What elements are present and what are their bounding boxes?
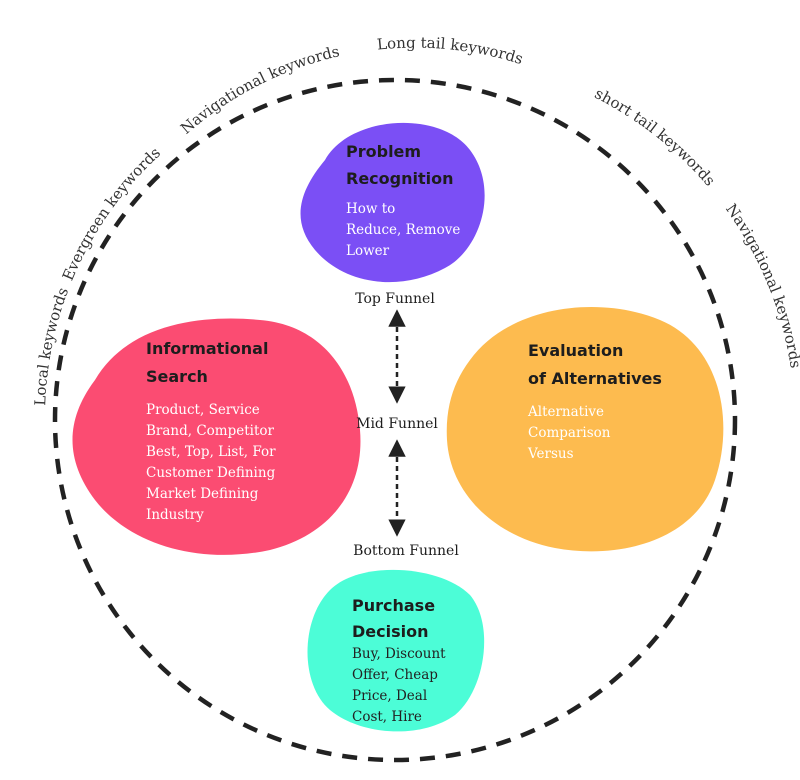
ring-label-evergreen: Evergreen keywords — [59, 144, 164, 284]
blob-problem-title-1: Problem — [346, 142, 421, 161]
blob-informational-item: Industry — [146, 507, 204, 523]
blob-informational-item: Market Defining — [146, 486, 259, 502]
ring-label-short-tail: short tail keywords — [592, 84, 719, 189]
blob-purchase-title-1: Purchase — [352, 596, 435, 615]
blob-problem-item: Lower — [346, 243, 390, 259]
stage-bottom-funnel: Bottom Funnel — [353, 543, 459, 559]
ring-label-navigational-right: Navigational keywords — [722, 200, 800, 369]
blob-evaluation-title-2: of Alternatives — [528, 369, 662, 388]
blob-evaluation-title-1: Evaluation — [528, 341, 623, 360]
blob-informational-item: Brand, Competitor — [146, 423, 275, 439]
blob-informational-title-1: Informational — [146, 339, 268, 358]
ring-label-local: Local keywords — [31, 285, 72, 406]
blob-evaluation-alternatives: Evaluation of Alternatives Alternative C… — [446, 307, 724, 552]
blob-problem-item: Reduce, Remove — [346, 222, 460, 238]
blob-purchase-item: Cost, Hire — [352, 709, 422, 725]
blob-evaluation-item: Comparison — [528, 425, 611, 441]
stage-top-funnel: Top Funnel — [355, 291, 435, 307]
blob-problem-item: How to — [346, 201, 395, 217]
ring-label-long-tail: Long tail keywords — [376, 34, 525, 68]
blob-informational-item: Customer Defining — [146, 465, 276, 481]
blob-informational-item: Best, Top, List, For — [146, 444, 276, 460]
blob-purchase-item: Offer, Cheap — [352, 667, 438, 683]
blob-evaluation-item: Alternative — [527, 404, 604, 420]
blob-purchase-decision: Purchase Decision Buy, Discount Offer, C… — [307, 569, 485, 732]
blob-problem-recognition: Problem Recognition How to Reduce, Remov… — [300, 122, 485, 283]
blob-evaluation-item: Versus — [527, 446, 574, 462]
blob-informational-title-2: Search — [146, 367, 208, 386]
blob-informational-item: Product, Service — [146, 402, 260, 418]
blob-evaluation-shape — [446, 307, 724, 552]
blob-purchase-shape — [307, 569, 485, 732]
blob-purchase-title-2: Decision — [352, 622, 429, 641]
outer-dashed-ring — [52, 77, 738, 763]
blob-problem-shape — [300, 122, 485, 283]
blob-purchase-item: Buy, Discount — [352, 646, 446, 662]
blob-problem-title-2: Recognition — [346, 169, 454, 188]
blob-informational-search: Informational Search Product, Service Br… — [72, 318, 361, 555]
blob-informational-shape — [72, 318, 361, 555]
stage-mid-funnel: Mid Funnel — [356, 416, 438, 432]
blob-purchase-item: Price, Deal — [352, 688, 427, 704]
